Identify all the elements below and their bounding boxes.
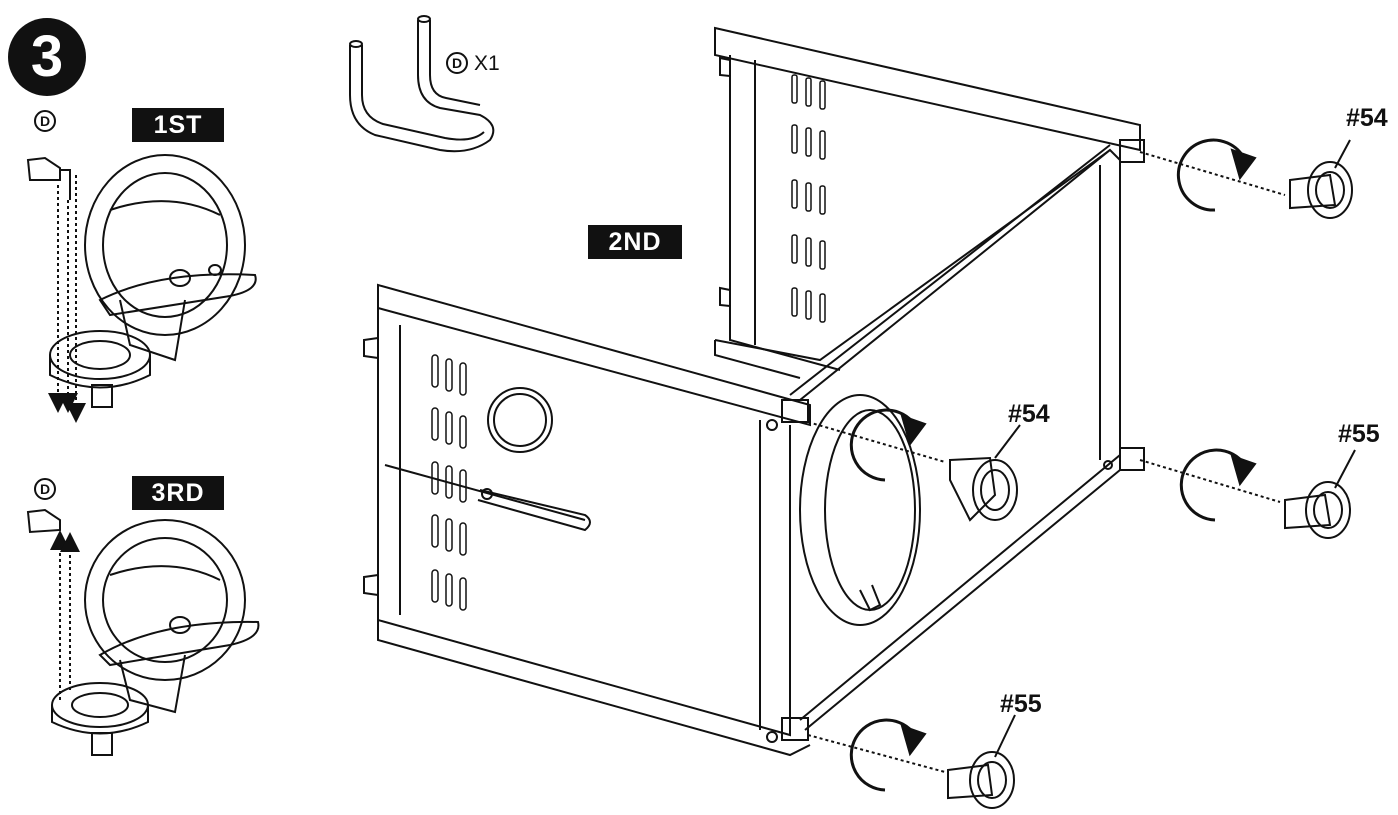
pin-letter-marker: D	[446, 52, 468, 74]
part-label-55-bottom: #55	[1000, 690, 1042, 718]
label-second: 2ND	[588, 225, 682, 259]
d-pin-illustration	[349, 15, 495, 153]
caster-detail-1st	[26, 154, 257, 423]
label-third: 3RD	[132, 476, 224, 510]
pin-letter-marker-1st: D	[34, 110, 56, 132]
caster-center	[807, 408, 1021, 522]
caster-mid-right	[1139, 448, 1356, 539]
caster-bottom	[807, 714, 1016, 809]
cabinet-frame	[363, 26, 1145, 757]
label-first: 1ST	[132, 108, 224, 142]
step-number-badge: 3	[8, 18, 86, 96]
pin-letter-marker-3rd: D	[34, 478, 56, 500]
caster-top-right	[1139, 138, 1353, 219]
caster-detail-3rd	[26, 508, 260, 756]
part-label-54-top: #54	[1346, 104, 1388, 132]
part-label-55-right: #55	[1338, 420, 1380, 448]
part-label-54-center: #54	[1008, 400, 1050, 428]
pin-quantity-label: X1	[474, 52, 500, 75]
